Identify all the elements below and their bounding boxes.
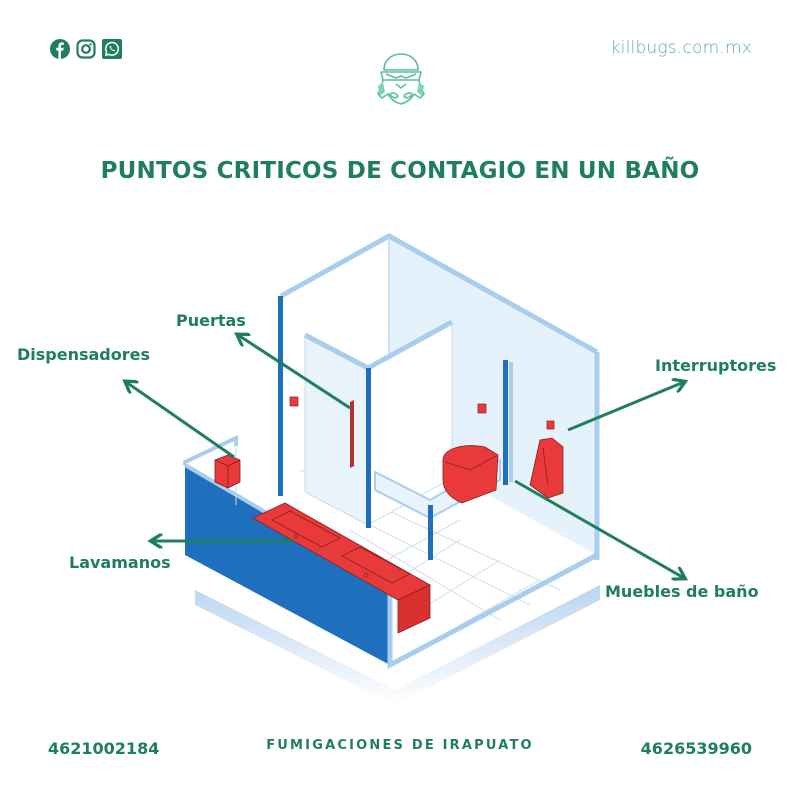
label-dispensadores: Dispensadores <box>17 345 151 364</box>
switch <box>477 403 487 414</box>
facebook-icon[interactable] <box>50 39 70 59</box>
phone-left[interactable]: 4621002184 <box>48 739 160 758</box>
whatsapp-icon[interactable] <box>102 39 122 59</box>
arrow-puertas <box>238 335 351 410</box>
label-muebles: Muebles de baño <box>605 582 759 601</box>
label-lavamanos: Lavamanos <box>69 553 171 572</box>
arrow-dispensadores <box>126 382 235 459</box>
switch <box>289 396 299 407</box>
social-icons <box>50 39 122 59</box>
arrow-muebles <box>514 479 684 578</box>
stormtrooper-helmet-logo <box>377 53 425 105</box>
switch <box>546 420 555 430</box>
toilet <box>442 445 499 504</box>
phone-right[interactable]: 4626539960 <box>640 739 752 758</box>
dispenser <box>214 454 241 489</box>
label-puertas: Puertas <box>176 311 246 330</box>
instagram-icon[interactable] <box>76 39 96 59</box>
label-interruptores: Interruptores <box>655 356 777 375</box>
arrow-interruptores <box>567 382 684 432</box>
website-url[interactable]: killbugs.com.mx <box>610 38 752 58</box>
urinal <box>529 437 564 499</box>
front-low-wall <box>185 465 390 665</box>
door-handle <box>350 400 354 468</box>
page-title: PUNTOS CRITICOS DE CONTAGIO EN UN BAÑO <box>100 158 700 184</box>
brand-name: FUMIGACIONES DE IRAPUATO <box>266 738 534 753</box>
